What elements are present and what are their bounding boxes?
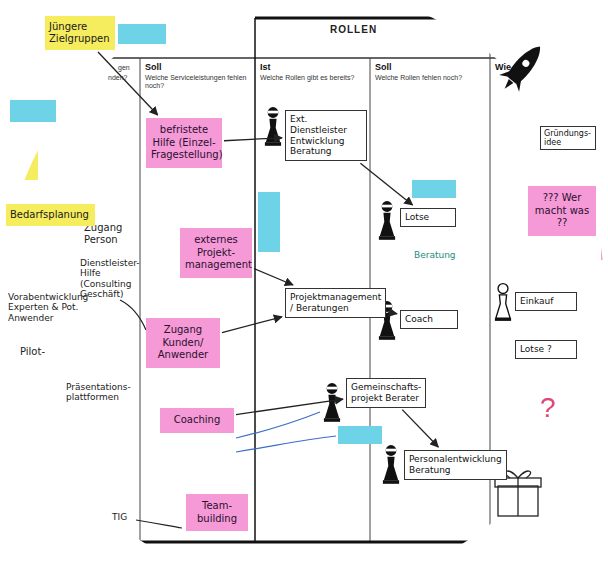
role-card: Lotse [400, 208, 456, 227]
node-text: Zugang Kunden/ Anwender [151, 324, 215, 362]
board-grid [0, 0, 608, 542]
column-header: Soll [375, 62, 392, 72]
role-figure [379, 201, 395, 240]
role-card: Gründungs-idee [540, 126, 596, 150]
column-divider [254, 18, 256, 542]
role-card: Einkauf [515, 292, 577, 311]
node-text: Ext. Dienstleister Entwicklung Beratung [290, 114, 362, 157]
node-text: Personalentwicklung Beratung [409, 454, 502, 476]
column-subheader: Welche Serviceleistungen fehlen noch? [145, 74, 250, 90]
role-card: Coach [400, 310, 458, 329]
question-mark: ? [540, 392, 556, 424]
column-header: Wie . [495, 62, 516, 72]
column-subheader: nden? [108, 74, 127, 82]
yellow-note-background [0, 0, 38, 180]
table-rule [0, 57, 608, 59]
column-subheader: gen [118, 64, 130, 72]
handwritten-note: Vorabentwicklung Experten & Pot. Anwende… [8, 292, 118, 323]
node-text: Jüngere Zielgruppen [49, 21, 111, 45]
connector-arrow [388, 312, 397, 314]
node-text: Einkauf [520, 296, 572, 307]
node-text: Coach [405, 314, 453, 325]
cyan-note [258, 192, 280, 252]
node-text: Team-building [191, 500, 243, 525]
node-text: Lotse ? [520, 344, 572, 355]
sticky-note: externes Projekt-management [180, 228, 252, 278]
handwritten-note: Dienstleister-Hilfe (Consulting Geschäft… [80, 258, 142, 299]
heading: ROLLEN [330, 24, 377, 35]
table-rule [140, 541, 490, 544]
column-header: Soll [145, 62, 162, 72]
handwritten-note: TIG [112, 512, 127, 522]
column-subheader: Welche Rollen fehlen noch? [375, 74, 462, 82]
column-header: Ist [260, 62, 271, 72]
role-card: Personalentwicklung Beratung [404, 450, 507, 480]
connector-arrow [402, 410, 438, 447]
sticky-note: Coaching [160, 408, 234, 433]
node-text: Gemeinschafts-projekt Berater [351, 382, 421, 404]
rocket-icon [495, 38, 550, 97]
sticky-note: Zugang Kunden/ Anwender [146, 318, 220, 368]
handwritten-note: Präsentations-plattformen [66, 382, 138, 403]
sticky-note: ??? Wer macht was ?? [528, 186, 596, 236]
node-text: externes Projekt-management [185, 234, 247, 272]
handwritten-note: Pilot- [20, 346, 45, 358]
role-card: Ext. Dienstleister Entwicklung Beratung [285, 110, 367, 161]
role-figure [383, 445, 399, 484]
node-text: Coaching [165, 414, 229, 427]
node-text: Lotse [405, 212, 451, 223]
column-divider [140, 58, 141, 542]
node-text: Bedarfsplanung [10, 209, 91, 221]
pink-note-edge [601, 190, 608, 260]
role-figure [265, 107, 281, 146]
role-card: Lotse ? [515, 340, 577, 359]
role-figure [324, 383, 340, 422]
cyan-note [338, 426, 382, 444]
sticky-note: Jüngere Zielgruppen [45, 16, 115, 50]
handwritten-note: Beratung [414, 250, 456, 260]
role-card: Projektmanagement / Beratungen [285, 288, 386, 318]
table-rule [255, 17, 490, 20]
cyan-note [10, 100, 56, 122]
sticky-note: Bedarfsplanung [6, 204, 95, 226]
sticky-note: befristete Hilfe (Einzel-Fragestellung) [146, 118, 222, 168]
connector-arrow [236, 399, 343, 415]
cyan-note [118, 24, 166, 44]
role-figure [495, 284, 511, 321]
role-card: Gemeinschafts-projekt Berater [346, 378, 426, 408]
connector-arrow [222, 317, 282, 333]
node-text: ??? Wer macht was ?? [533, 192, 591, 230]
node-text: Gründungs-idee [544, 129, 592, 147]
column-subheader: Welche Rollen gibt es bereits? [260, 74, 354, 82]
connector-arrow [224, 138, 282, 141]
node-text: Projektmanagement / Beratungen [290, 292, 381, 314]
connector-arrow [360, 163, 412, 205]
sticky-note: Team-building [186, 494, 248, 531]
cyan-note [412, 180, 456, 198]
connector-arrow [254, 269, 293, 285]
node-text: befristete Hilfe (Einzel-Fragestellung) [151, 124, 217, 162]
